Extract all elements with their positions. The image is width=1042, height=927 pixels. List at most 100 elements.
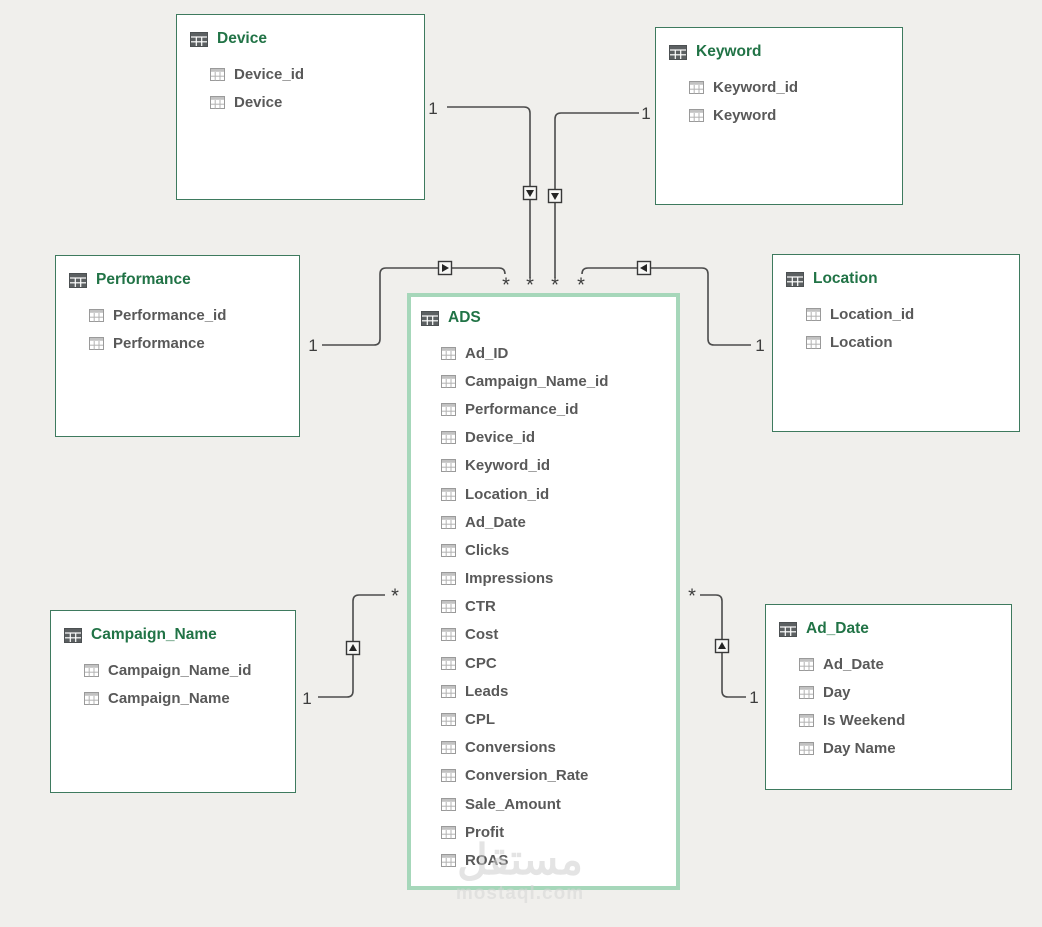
relationship-line-keyword-ads[interactable] bbox=[547, 112, 640, 278]
field-label: Day bbox=[823, 683, 851, 701]
table-header-performance[interactable]: Performance bbox=[56, 256, 299, 292]
field-campaign_name_id[interactable]: Campaign_Name_id bbox=[441, 367, 672, 395]
cardinality-many-keyword-ads: * bbox=[551, 274, 559, 297]
table-title: Campaign_Name bbox=[91, 626, 217, 643]
table-header-keyword[interactable]: Keyword bbox=[656, 28, 902, 64]
relationship-line-campaign_name-ads[interactable] bbox=[318, 594, 385, 698]
field-cpl[interactable]: CPL bbox=[441, 705, 672, 733]
table-icon bbox=[669, 44, 687, 60]
cardinality-one-ad_date-ads: 1 bbox=[749, 688, 759, 707]
field-keyword_id[interactable]: Keyword_id bbox=[689, 73, 898, 101]
column-icon bbox=[441, 713, 456, 727]
column-icon bbox=[441, 543, 456, 557]
field-label: Is Weekend bbox=[823, 711, 906, 729]
field-impressions[interactable]: Impressions bbox=[441, 565, 672, 593]
field-ad_date[interactable]: Ad_Date bbox=[799, 650, 1007, 678]
relationship-line-location-ads[interactable] bbox=[581, 260, 751, 346]
table-icon bbox=[786, 271, 804, 287]
table-title: Location bbox=[813, 270, 878, 287]
relationship-line-performance-ads[interactable] bbox=[322, 260, 506, 346]
field-label: Location_id bbox=[830, 305, 915, 323]
field-campaign_name[interactable]: Campaign_Name bbox=[84, 684, 291, 712]
field-label: Day Name bbox=[823, 740, 896, 758]
table-header-ads[interactable]: ADS bbox=[411, 297, 676, 330]
table-header-campaign_name[interactable]: Campaign_Name bbox=[51, 611, 295, 647]
field-location[interactable]: Location bbox=[806, 328, 1015, 356]
column-icon bbox=[89, 336, 104, 350]
cardinality-many-location-ads: * bbox=[577, 274, 585, 297]
table-icon bbox=[69, 272, 87, 288]
column-icon bbox=[210, 67, 225, 81]
table-header-ad_date[interactable]: Ad_Date bbox=[766, 605, 1011, 641]
field-label: Conversion_Rate bbox=[465, 767, 589, 785]
table-title: Performance bbox=[96, 271, 191, 288]
field-leads[interactable]: Leads bbox=[441, 677, 672, 705]
field-day_name[interactable]: Day Name bbox=[799, 735, 1007, 763]
field-cost[interactable]: Cost bbox=[441, 621, 672, 649]
table-header-device[interactable]: Device bbox=[177, 15, 424, 51]
field-label: CTR bbox=[465, 598, 496, 616]
table-icon bbox=[779, 621, 797, 637]
column-icon bbox=[441, 346, 456, 360]
field-roas[interactable]: ROAS bbox=[441, 846, 672, 874]
field-label: Leads bbox=[465, 682, 509, 700]
field-campaign_name_id[interactable]: Campaign_Name_id bbox=[84, 656, 291, 684]
field-is_weekend[interactable]: Is Weekend bbox=[799, 706, 1007, 734]
field-label: Campaign_Name bbox=[108, 689, 230, 707]
field-profit[interactable]: Profit bbox=[441, 818, 672, 846]
field-conversions[interactable]: Conversions bbox=[441, 734, 672, 762]
field-label: CPL bbox=[465, 711, 495, 729]
field-label: Keyword bbox=[713, 106, 777, 124]
field-location_id[interactable]: Location_id bbox=[806, 300, 1015, 328]
field-conversion_rate[interactable]: Conversion_Rate bbox=[441, 762, 672, 790]
column-icon bbox=[799, 713, 814, 727]
column-icon bbox=[689, 80, 704, 94]
field-keyword[interactable]: Keyword bbox=[689, 101, 898, 129]
cardinality-many-performance-ads: * bbox=[502, 274, 510, 297]
field-cpc[interactable]: CPC bbox=[441, 649, 672, 677]
table-title: ADS bbox=[448, 309, 481, 326]
field-label: Device_id bbox=[465, 429, 536, 447]
cardinality-one-keyword-ads: 1 bbox=[641, 104, 651, 123]
field-location_id[interactable]: Location_id bbox=[441, 480, 672, 508]
relationship-line-ad_date-ads[interactable] bbox=[700, 594, 746, 698]
table-title: Keyword bbox=[696, 43, 762, 60]
field-device_id[interactable]: Device_id bbox=[441, 424, 672, 452]
field-ad_date[interactable]: Ad_Date bbox=[441, 508, 672, 536]
field-ad_id[interactable]: Ad_ID bbox=[441, 339, 672, 367]
field-label: Keyword_id bbox=[713, 78, 799, 96]
field-ctr[interactable]: CTR bbox=[441, 593, 672, 621]
column-icon bbox=[441, 515, 456, 529]
field-label: Campaign_Name_id bbox=[465, 372, 609, 390]
table-header-location[interactable]: Location bbox=[773, 255, 1019, 291]
column-icon bbox=[799, 742, 814, 756]
column-icon bbox=[441, 769, 456, 783]
field-performance_id[interactable]: Performance_id bbox=[441, 395, 672, 423]
cardinality-one-device-ads: 1 bbox=[428, 99, 438, 118]
relationship-line-device-ads[interactable] bbox=[447, 106, 538, 278]
field-performance[interactable]: Performance bbox=[89, 329, 295, 357]
field-clicks[interactable]: Clicks bbox=[441, 536, 672, 564]
field-day[interactable]: Day bbox=[799, 678, 1007, 706]
field-device[interactable]: Device bbox=[210, 88, 420, 116]
column-icon bbox=[799, 657, 814, 671]
field-device_id[interactable]: Device_id bbox=[210, 60, 420, 88]
column-icon bbox=[441, 797, 456, 811]
field-keyword_id[interactable]: Keyword_id bbox=[441, 452, 672, 480]
field-label: Clicks bbox=[465, 541, 510, 559]
table-icon bbox=[190, 31, 208, 47]
column-icon bbox=[806, 307, 821, 321]
field-performance_id[interactable]: Performance_id bbox=[89, 301, 295, 329]
field-sale_amount[interactable]: Sale_Amount bbox=[441, 790, 672, 818]
field-label: Cost bbox=[465, 626, 499, 644]
